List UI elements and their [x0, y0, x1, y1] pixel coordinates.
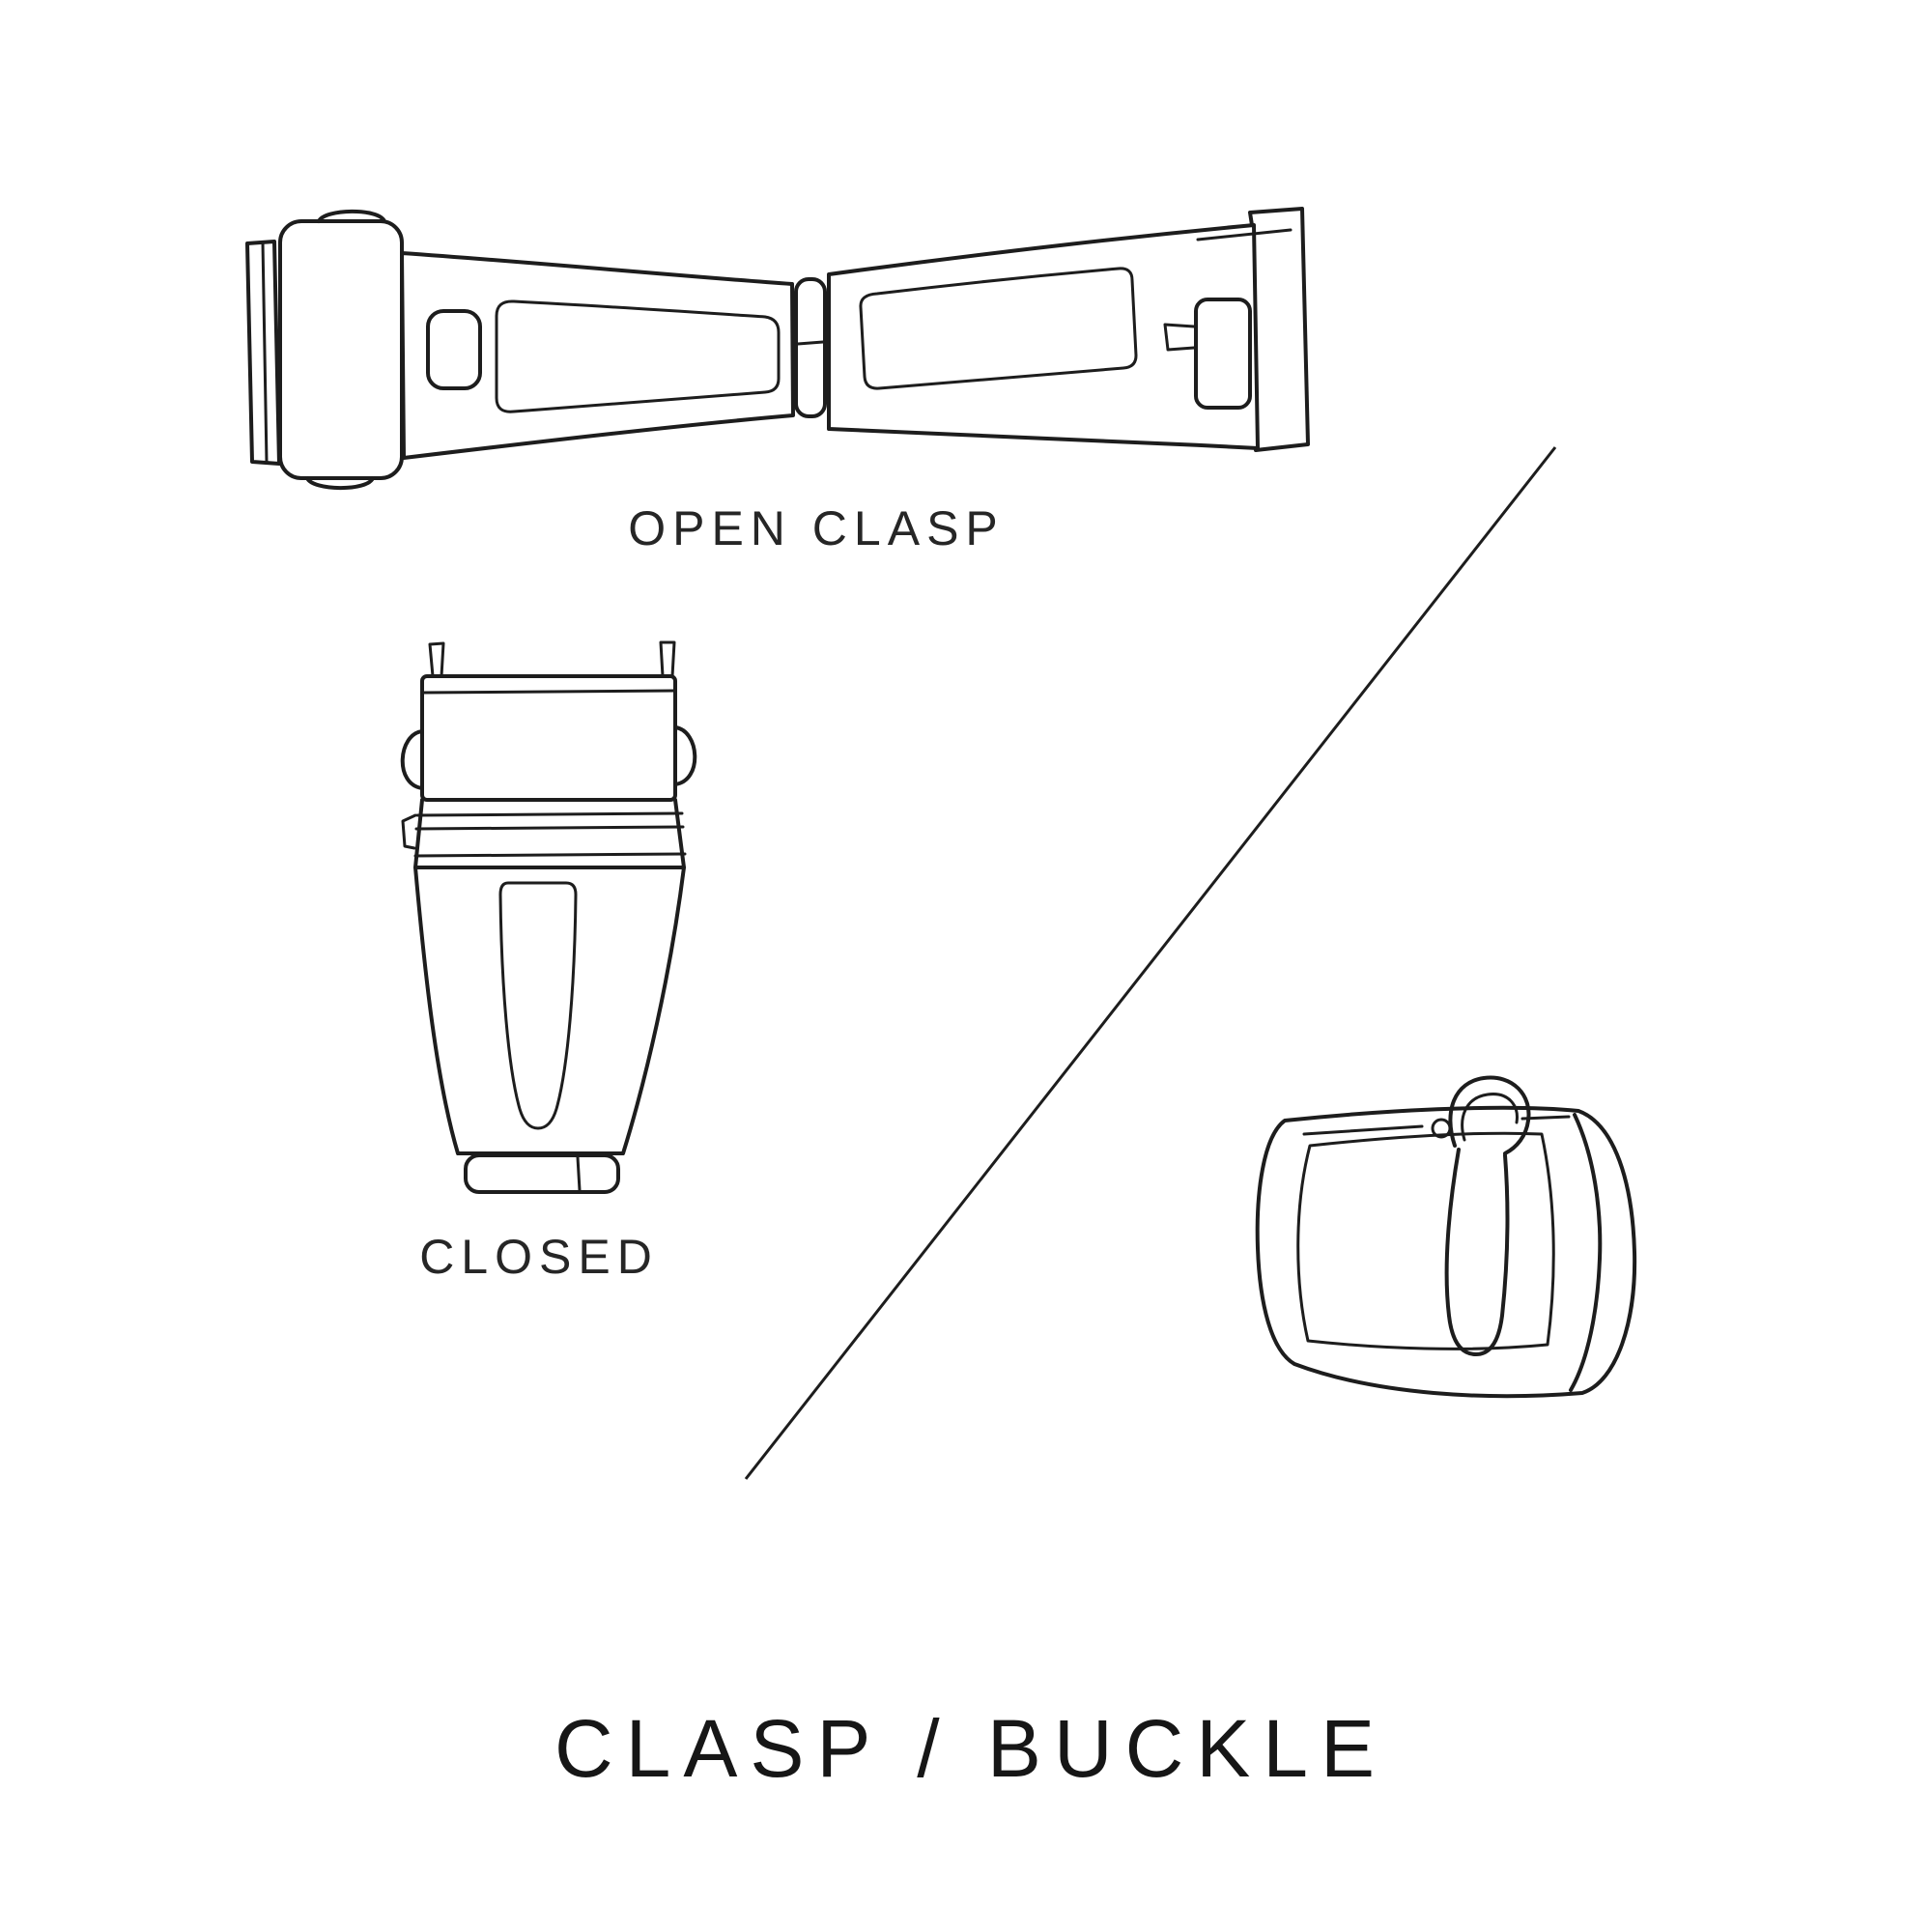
- open-clasp-slot: [1194, 298, 1252, 410]
- closed-clasp-band-line-3: [413, 852, 687, 858]
- closed-clasp-band-right-edge: [673, 798, 686, 869]
- buckle-right-band-inner: [1569, 1113, 1603, 1392]
- open-clasp-end-block-bottom-bump: [305, 476, 375, 491]
- closed-clasp-top-line: [421, 689, 676, 695]
- closed-clasp-band-line-1: [415, 811, 684, 817]
- closed-clasp-band-left-edge: [413, 798, 424, 869]
- open-clasp-label: OPEN CLASP: [628, 501, 1005, 555]
- open-clasp-end-block-top-bump: [317, 209, 386, 223]
- buckle-tongue-loop: [1448, 1075, 1531, 1155]
- open-clasp-right-blade: [827, 223, 1260, 450]
- closed-clasp-bottom-bar: [464, 1153, 620, 1194]
- buckle-tongue: [1444, 1148, 1510, 1356]
- closed-clasp-illustration: [400, 640, 697, 1194]
- tang-buckle-illustration: [1255, 1075, 1637, 1399]
- closed-clasp-tab-right: [673, 725, 697, 786]
- open-clasp-right-blade-inner: [859, 267, 1138, 390]
- open-clasp-left-blade-inner: [495, 299, 781, 413]
- open-clasp-right-end: [1248, 207, 1310, 452]
- closed-clasp-prong-left: [428, 641, 445, 678]
- open-clasp-notch: [426, 309, 482, 390]
- buckle-outer-frame: [1255, 1105, 1637, 1399]
- closed-clasp-tab-left: [400, 729, 424, 790]
- buckle-pin-left: [1302, 1124, 1424, 1136]
- closed-clasp-bottom-bar-line: [576, 1155, 582, 1192]
- buckle-opening: [1296, 1131, 1555, 1350]
- page-title: CLASP / BUCKLE: [554, 1703, 1388, 1794]
- open-clasp-end-block: [278, 219, 404, 480]
- closed-clasp-label: CLOSED: [419, 1230, 659, 1284]
- open-clasp-hinge-line: [796, 340, 825, 346]
- diagonal-divider-line: [744, 446, 1557, 1480]
- buckle-tongue-loop-inner: [1461, 1093, 1519, 1142]
- closed-clasp-prong-right: [659, 640, 676, 678]
- open-clasp-hinge: [794, 277, 827, 418]
- closed-clasp-band-line-2: [414, 825, 685, 831]
- open-clasp-right-step-line: [1196, 228, 1293, 242]
- closed-clasp-top-block: [420, 674, 677, 802]
- open-clasp-left-bracket-line: [261, 241, 269, 465]
- open-clasp-hook: [1163, 323, 1196, 352]
- open-clasp-illustration: [245, 207, 1310, 491]
- closed-clasp-body: [413, 866, 686, 1155]
- closed-clasp-fold: [401, 813, 417, 850]
- closed-clasp-window: [498, 881, 578, 1130]
- open-clasp-left-blade: [400, 251, 795, 460]
